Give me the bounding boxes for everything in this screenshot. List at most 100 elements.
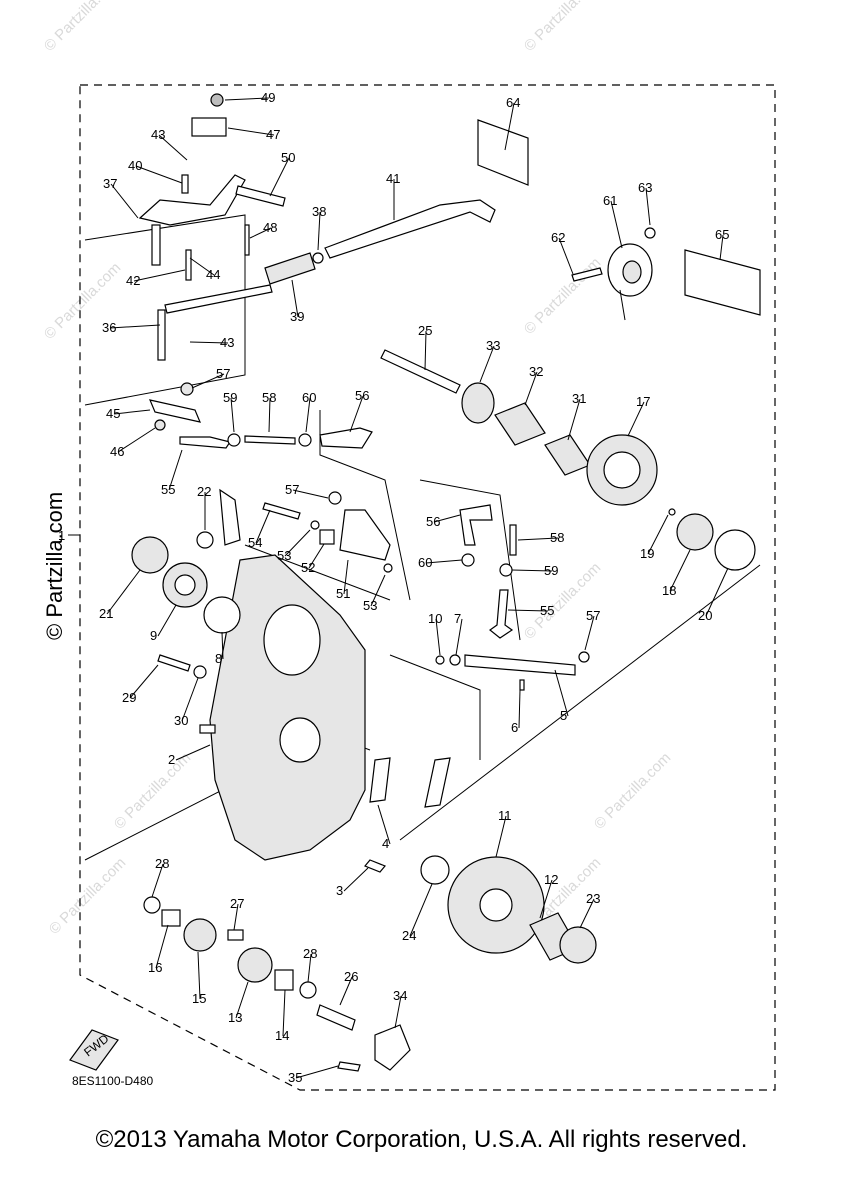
lever-51 [339, 509, 391, 561]
callout-label-9: 9 [150, 628, 157, 643]
mid-links [262, 491, 590, 691]
washer-53b [383, 563, 393, 573]
washer-53 [310, 520, 320, 530]
callout-leader [284, 529, 311, 557]
callout-label-15: 15 [192, 991, 206, 1006]
watermark: © Partzilla.com [46, 854, 129, 937]
arm-36 [157, 309, 166, 361]
callout-leader [339, 976, 353, 1006]
callout-leader [189, 341, 229, 344]
rod-end-55 [179, 436, 231, 449]
callout-label-29: 29 [122, 690, 136, 705]
shaft-26 [316, 1004, 356, 1031]
callout-leader [424, 330, 427, 371]
cap-33 [461, 382, 495, 424]
bolt-25 [380, 349, 461, 394]
plate-34 [374, 1024, 411, 1071]
callout-label-63: 63 [638, 180, 652, 195]
oring-7 [449, 654, 461, 666]
rod-end-56 [319, 427, 373, 449]
callout-label-57: 57 [216, 366, 230, 381]
callout-label-34: 34 [393, 988, 407, 1003]
callout-leader [370, 574, 386, 607]
callout-leader [175, 744, 211, 761]
callout-leader [504, 102, 515, 151]
callout-leader [133, 269, 186, 282]
nut-63 [644, 227, 656, 239]
callout-leader [554, 669, 569, 717]
chaincase-2 [131, 488, 366, 861]
callout-leader [291, 279, 299, 318]
callout-label-23: 23 [586, 891, 600, 906]
callout-leader [455, 618, 463, 656]
callout-leader [158, 134, 188, 161]
spring-32 [494, 402, 546, 446]
callout-leader [705, 567, 729, 617]
pin-3 [364, 859, 386, 873]
case-outline [244, 544, 391, 601]
sleeve-31 [544, 434, 591, 476]
side-watermark: © Partzilla.com [42, 492, 67, 640]
callout-label-55: 55 [161, 482, 175, 497]
callout-leader [235, 981, 249, 1019]
callout-leader [155, 924, 169, 969]
ball-10 [435, 655, 445, 665]
gear-17-hub [603, 451, 641, 489]
callout-leader [343, 559, 349, 595]
callout-label-35: 35 [288, 1070, 302, 1085]
callout-label-12: 12 [544, 872, 558, 887]
diagram-code: 8ES1100-D480 [72, 1074, 153, 1088]
callout-leader [377, 804, 391, 845]
sensor-core [622, 260, 642, 284]
collar-18 [676, 513, 714, 551]
rod-end-55b [489, 589, 514, 639]
callout-label-8: 8 [215, 651, 222, 666]
callout-leader [117, 427, 156, 453]
callout-leader [305, 397, 311, 433]
callout-label-14: 14 [275, 1028, 289, 1043]
callout-leader [349, 395, 364, 433]
link-45 [149, 399, 201, 423]
callout-label-51: 51 [336, 586, 350, 601]
pin-19 [668, 508, 676, 516]
callout-leader [249, 227, 272, 239]
nut-57 [180, 382, 194, 396]
callout-leader [113, 409, 151, 415]
callout-leader [151, 863, 164, 898]
callout-leader [518, 689, 521, 729]
callout-label-55: 55 [540, 603, 554, 618]
bearing-23 [559, 926, 597, 964]
callout-leader [227, 127, 275, 136]
bolt-54 [262, 502, 301, 520]
callout-leader [110, 183, 139, 219]
callout-leader [129, 664, 159, 699]
callout-label-6: 6 [511, 720, 518, 735]
assembly-callout: 1 [58, 528, 65, 543]
decal-65 [684, 249, 761, 316]
bracket-47 [191, 117, 227, 137]
callout-label-44: 44 [206, 267, 220, 282]
callout-label-47: 47 [266, 127, 280, 142]
link-4b [424, 757, 451, 808]
callout-leader [109, 324, 161, 329]
nut-60b [461, 553, 475, 567]
callout-label-57: 57 [586, 608, 600, 623]
bolt-29 [157, 654, 191, 672]
callout-label-57: 57 [285, 482, 299, 497]
callout-leader [558, 237, 574, 275]
callout-leader [233, 903, 239, 931]
rod-41 [324, 199, 496, 259]
washer-28a [143, 896, 161, 914]
callout-leader [645, 187, 651, 226]
gear-15 [183, 918, 217, 952]
callout-label-65: 65 [715, 227, 729, 242]
callout-label-26: 26 [344, 969, 358, 984]
callout-leader [669, 549, 691, 592]
callout-label-31: 31 [572, 391, 586, 406]
gear-13 [237, 947, 273, 983]
shaft-outline [389, 654, 481, 760]
callout-leader [106, 569, 141, 615]
washer-24 [420, 855, 450, 885]
callout-label-42: 42 [126, 273, 140, 288]
